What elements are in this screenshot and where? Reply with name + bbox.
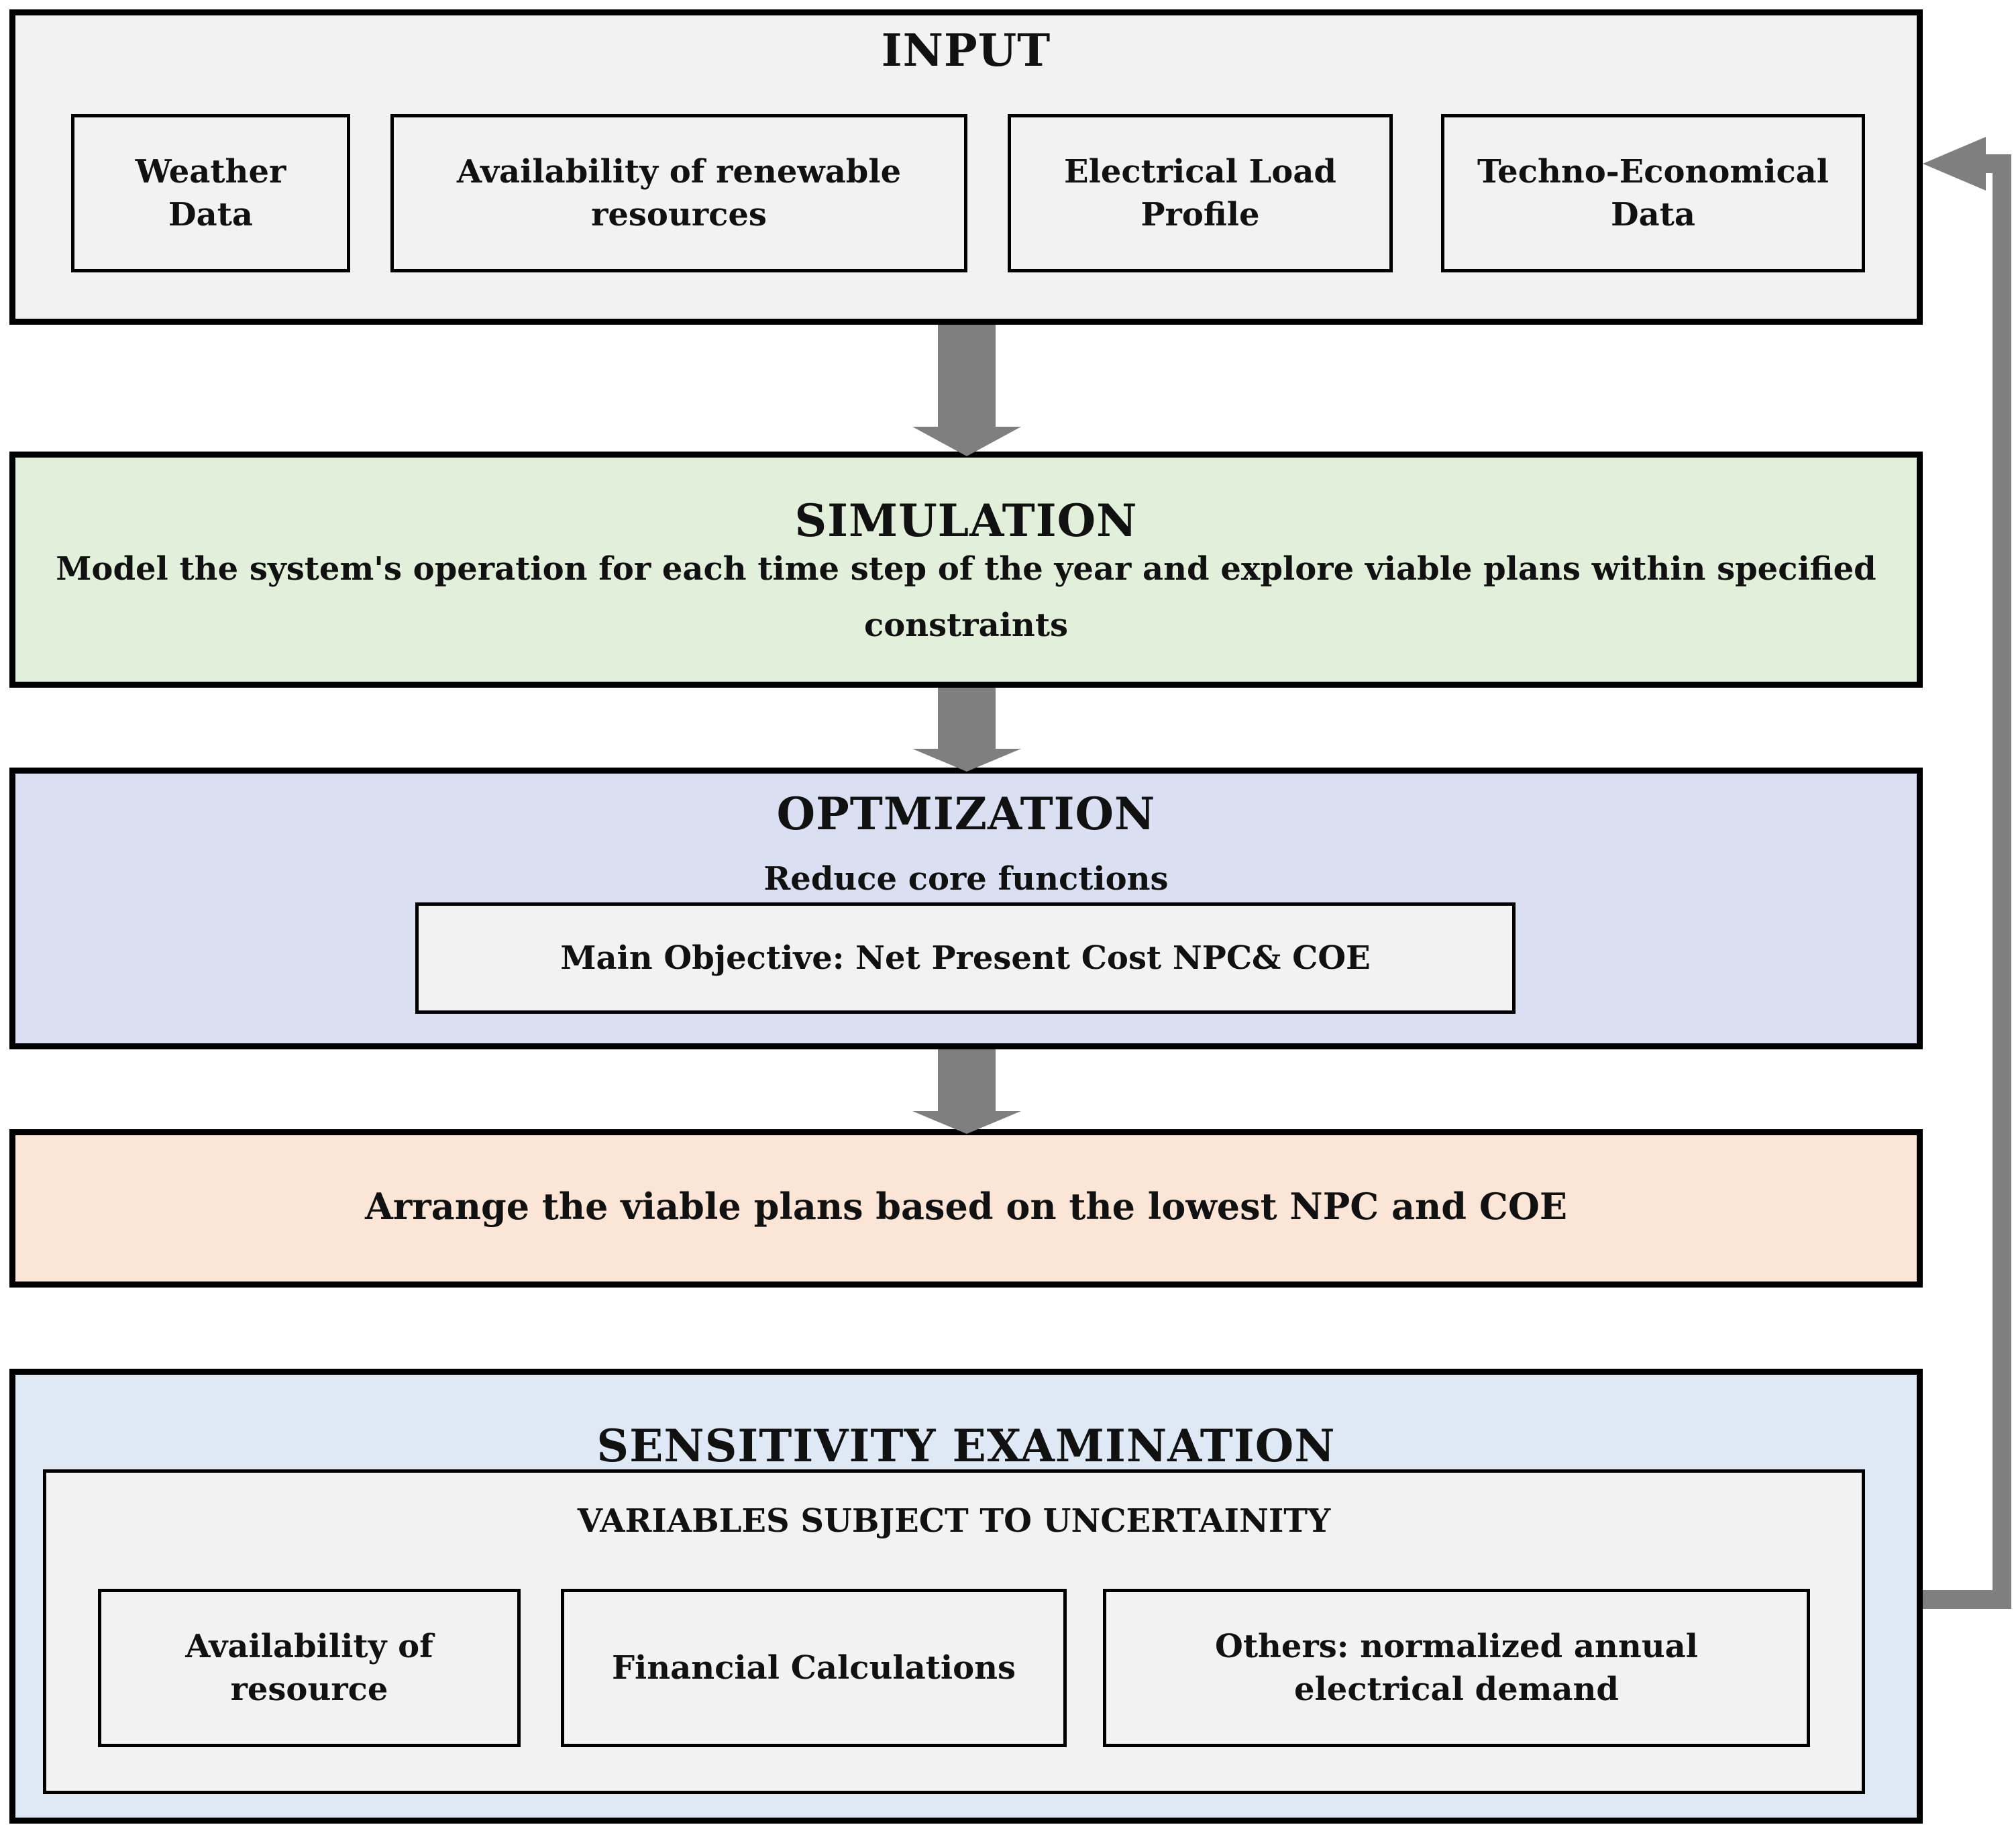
simulation-title: SIMULATION xyxy=(794,494,1138,547)
variable-box-financial: Financial Calculations xyxy=(561,1589,1067,1747)
optimization-title: OPTMIZATION xyxy=(776,788,1156,840)
simulation-description: Model the system's operation for each ti… xyxy=(56,550,1876,644)
optimization-objective-box: Main Objective: Net Present Cost NPC& CO… xyxy=(415,902,1516,1014)
input-box-renewable: Availability of renewable resources xyxy=(390,114,967,272)
input-title: INPUT xyxy=(881,24,1051,76)
variables-title: VARIABLES SUBJECT TO UNCERTAINITY xyxy=(577,1502,1331,1540)
variable-box-resource: Availability of resource xyxy=(98,1589,521,1747)
simulation-panel: SIMULATION Model the system's operation … xyxy=(9,452,1923,688)
arrange-text: Arrange the viable plans based on the lo… xyxy=(364,1185,1568,1228)
down-arrow-optimization-arrange xyxy=(912,1049,1021,1134)
down-arrow-simulation-optimization xyxy=(912,688,1021,772)
feedback-loop-line xyxy=(1923,154,2011,1609)
variable-box-others: Others: normalized annual electrical dem… xyxy=(1103,1589,1810,1747)
input-box-techno-economical: Techno-Economical Data xyxy=(1441,114,1865,272)
optimization-subtitle: Reduce core functions xyxy=(763,860,1169,898)
feedback-arrow-head xyxy=(1923,137,1986,191)
down-arrow-input-simulation xyxy=(912,325,1021,456)
input-box-load-profile: Electrical Load Profile xyxy=(1008,114,1393,272)
sensitivity-title: SENSITIVITY EXAMINATION xyxy=(596,1420,1336,1472)
input-box-weather: Weather Data xyxy=(71,114,350,272)
